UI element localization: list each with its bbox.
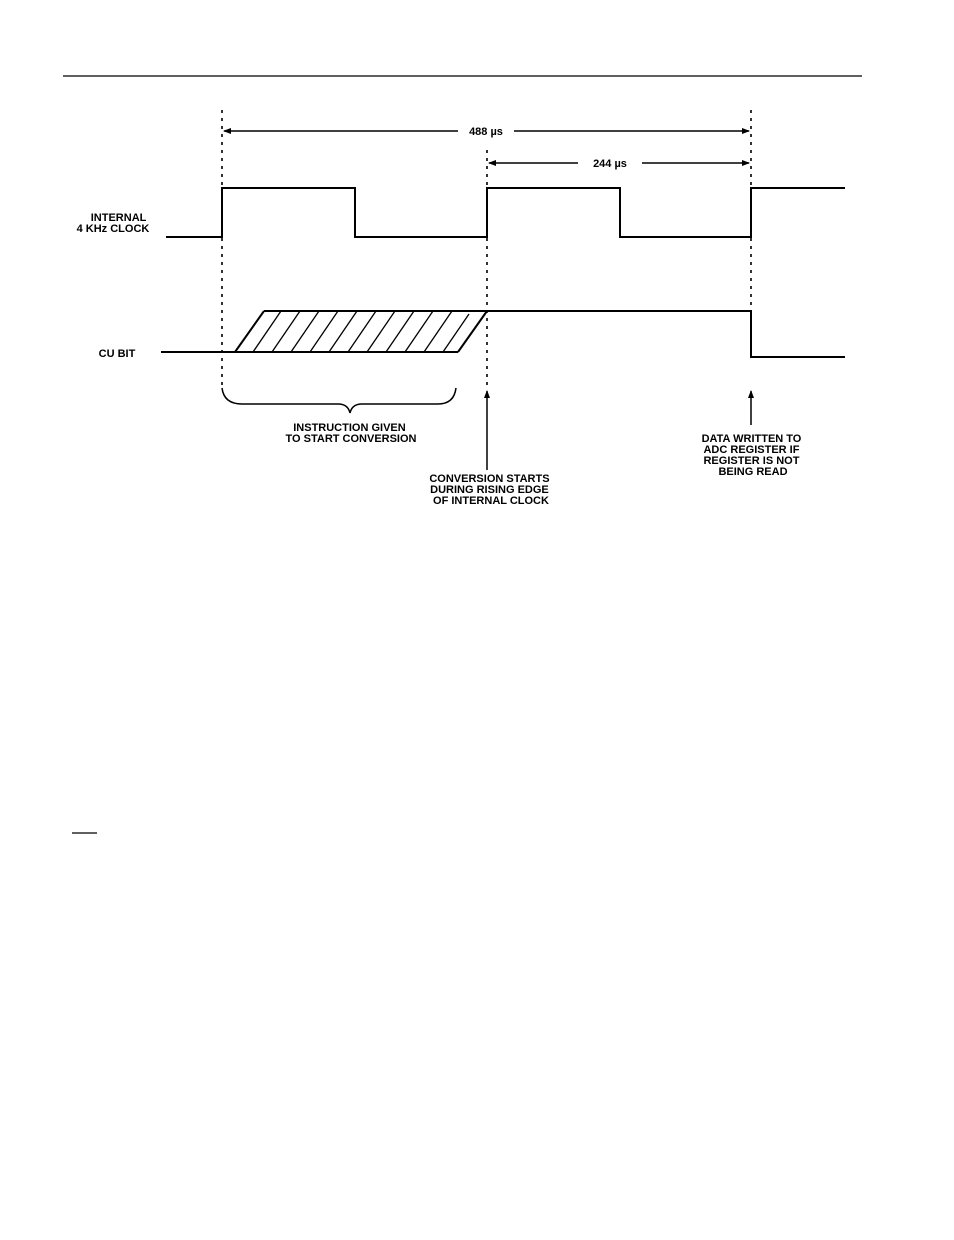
conversion-start-annotation: CONVERSION STARTS DURING RISING EDGE OF … <box>429 473 552 507</box>
cu-bit-waveform <box>161 311 845 357</box>
dimension-488: 488 µs <box>224 126 749 138</box>
cu-bit-indeterminate-hatch <box>253 311 469 352</box>
dimension-244: 244 µs <box>489 158 749 170</box>
instruction-brace <box>222 388 456 413</box>
instruction-annotation: INSTRUCTION GIVEN TO START CONVERSION <box>286 422 417 445</box>
clock-waveform <box>166 188 845 237</box>
cu-bit-label: CU BIT <box>99 348 136 360</box>
data-written-annotation: DATA WRITTEN TO ADC REGISTER IF REGISTER… <box>702 433 805 478</box>
dimension-488-label: 488 µs <box>469 126 503 138</box>
clock-label: INTERNAL 4 KHz CLOCK <box>77 212 150 235</box>
dimension-244-label: 244 µs <box>593 158 627 170</box>
